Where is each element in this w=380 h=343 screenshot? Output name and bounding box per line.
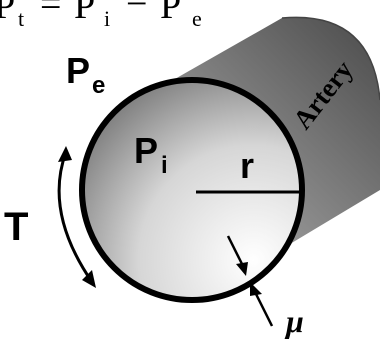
wall-arrowhead-lower xyxy=(250,282,262,296)
tension-arrowhead-top xyxy=(58,146,72,162)
internal-pressure-label: P xyxy=(134,130,158,171)
equation: P t = P i − P e xyxy=(0,0,202,31)
tension-arrow xyxy=(57,146,96,288)
equation-term1: P xyxy=(74,0,95,27)
artery-tube-back-edge xyxy=(281,16,380,101)
equation-lhs-subscript: t xyxy=(18,6,24,31)
equation-term1-subscript: i xyxy=(104,6,110,31)
tension-label: T xyxy=(4,205,28,249)
equation-term2-subscript: e xyxy=(192,6,202,31)
tension-arrowhead-bottom xyxy=(82,270,96,288)
artery-cross-section xyxy=(79,77,305,303)
external-pressure-label: P xyxy=(66,50,90,91)
equation-minus: − xyxy=(126,0,147,25)
external-pressure-subscript: e xyxy=(92,72,105,99)
wall-arrowhead-upper xyxy=(236,262,248,276)
equation-term2: P xyxy=(160,0,181,27)
equation-lhs: P xyxy=(0,0,15,27)
equation-equals: = xyxy=(40,0,61,25)
wall-thickness-indicator xyxy=(226,235,274,327)
wall-thickness-label: μ xyxy=(284,303,304,339)
radius-label: r xyxy=(240,145,254,186)
internal-pressure-subscript: i xyxy=(161,152,168,179)
